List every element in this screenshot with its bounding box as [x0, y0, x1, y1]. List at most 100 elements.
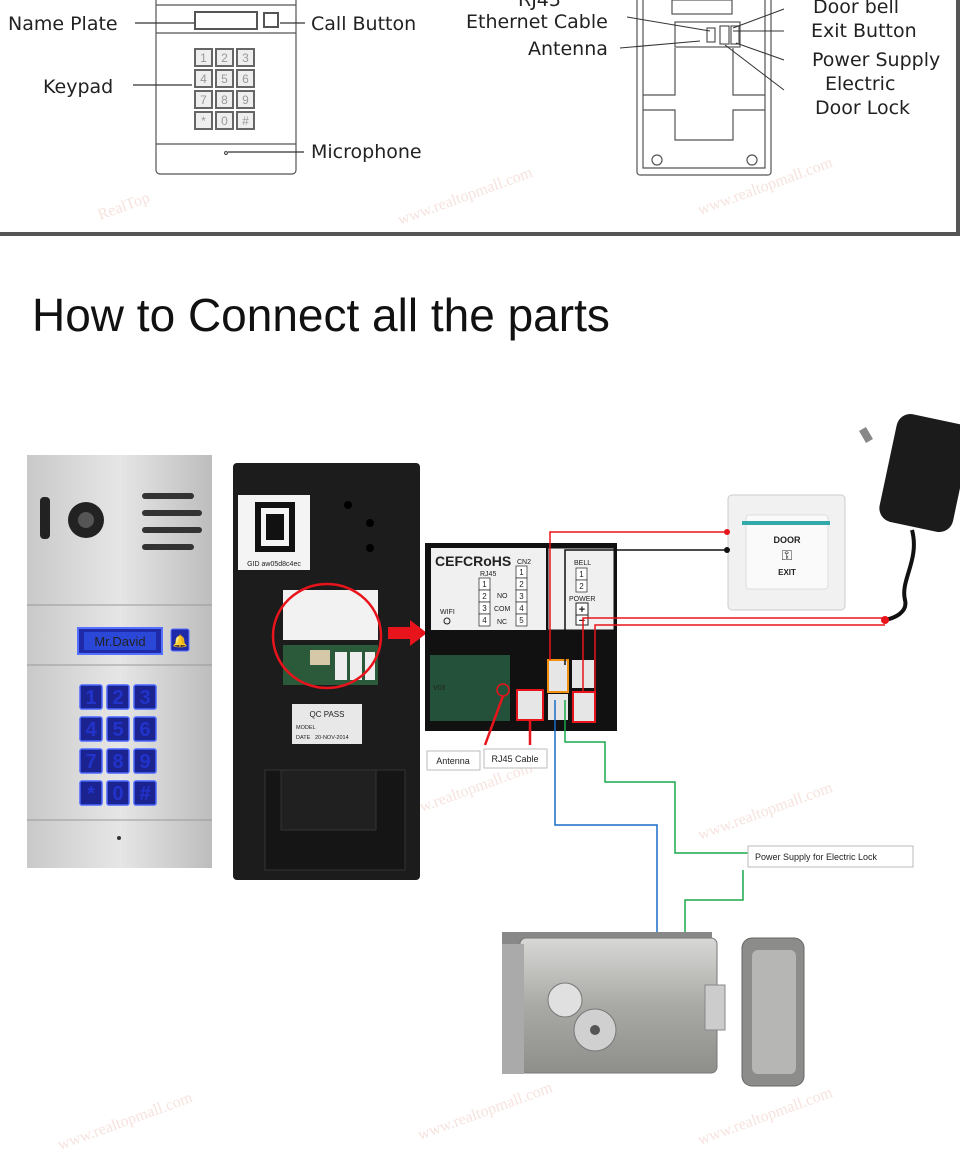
frame-right-border	[956, 0, 960, 236]
arrow-icon	[388, 620, 427, 646]
keypad-key	[106, 716, 130, 742]
rj45-label: RJ45	[480, 571, 496, 578]
svg-text:RJ45 Cable: RJ45 Cable	[491, 754, 538, 764]
keypad-key-label: 6	[139, 719, 150, 741]
label-name-plate: Name Plate	[8, 13, 118, 35]
terminal-pin	[575, 579, 588, 593]
terminal-pin	[478, 613, 491, 627]
key-10	[215, 111, 234, 130]
key-label: *	[201, 114, 206, 128]
keypad-key	[106, 780, 130, 806]
label-rj45: RJ45	[518, 0, 561, 11]
qr-id: GID aw05d8c4ec	[247, 561, 301, 568]
wifi-label: WIFI	[440, 609, 455, 616]
key-8	[236, 90, 255, 109]
power-adapter-photo	[859, 414, 960, 622]
exit-button-photo: DOOR ⚿ EXIT	[727, 494, 846, 611]
callout-antenna: Antenna	[426, 750, 481, 771]
callout-power-supply-lock: Power Supply for Electric Lock	[747, 845, 914, 868]
watermark: RealTop	[96, 189, 153, 223]
key-label: 8	[221, 93, 228, 107]
pin-number: 1	[579, 570, 584, 579]
key-9	[194, 111, 213, 130]
pin-number: 5	[519, 616, 524, 625]
keypad-key	[133, 748, 157, 774]
key-label: 0	[221, 114, 228, 128]
label-electric: Electric	[825, 73, 895, 95]
label-door-bell: Door bell	[813, 0, 899, 18]
door-station-photo: Mr.David 🔔	[27, 455, 212, 868]
key-label: 4	[200, 72, 207, 86]
label-call-button: Call Button	[311, 13, 416, 35]
keypad-key-label: #	[139, 783, 150, 805]
front-panel-drawing	[155, 0, 297, 175]
qc-model: MODEL	[296, 725, 316, 731]
watermark: www.realtopmall.com	[56, 1089, 196, 1154]
keypad-key-label: 5	[112, 719, 123, 741]
keypad-key-label: 2	[112, 687, 123, 709]
key-4	[215, 69, 234, 88]
label-keypad: Keypad	[43, 76, 113, 98]
label-antenna: Antenna	[528, 38, 608, 60]
pin-number: 4	[519, 604, 524, 613]
section-title: How to Connect all the parts	[32, 289, 610, 341]
control-module-photo: GID aw05d8c4ec QC PASS MODEL DATE 20-NOV…	[233, 463, 427, 880]
keypad-key-label: 1	[85, 687, 96, 709]
no-label: NO	[497, 593, 508, 600]
key-icon: ⚿	[782, 547, 793, 563]
com-label: COM	[494, 606, 511, 613]
keypad-key	[79, 780, 103, 806]
keypad-key-label: 0	[112, 783, 123, 805]
keypad-key-label: 9	[139, 751, 150, 773]
key-6	[194, 90, 213, 109]
key-1	[215, 48, 234, 67]
key-5	[236, 69, 255, 88]
minus-label: −	[579, 615, 585, 627]
board-version: V03	[433, 685, 446, 692]
label-power-supply: Power Supply	[812, 49, 940, 71]
label-ethernet-cable: Ethernet Cable	[466, 11, 608, 33]
pin-number: 1	[519, 568, 524, 577]
keypad-key-label: 4	[85, 719, 97, 741]
label-microphone: Microphone	[311, 141, 422, 163]
key-label: 1	[200, 51, 207, 65]
key-label: 5	[221, 72, 228, 86]
frame-bottom-border	[0, 232, 960, 236]
keypad-key	[79, 684, 103, 710]
watermark: www.realtopmall.com	[396, 164, 536, 229]
key-label: 2	[221, 51, 228, 65]
key-2	[236, 48, 255, 67]
plus-label: +	[579, 604, 585, 616]
keypad-key	[79, 748, 103, 774]
power-label: POWER	[569, 596, 595, 603]
name-plate-text: Mr.David	[94, 634, 145, 649]
front-leader-lines	[133, 22, 305, 153]
electric-lock-photo	[502, 932, 805, 1087]
label-exit-button: Exit Button	[811, 20, 917, 42]
bell-label: BELL	[574, 560, 591, 567]
key-label: 9	[242, 93, 249, 107]
qc-date-label: DATE	[296, 735, 311, 741]
exit-door-text: DOOR	[774, 535, 802, 545]
pin-number: 4	[482, 616, 487, 625]
pin-number: 3	[482, 604, 487, 613]
watermark: www.realtopmall.com	[696, 1084, 836, 1149]
label-door-lock: Door Lock	[815, 97, 910, 119]
svg-text:Antenna: Antenna	[436, 756, 470, 766]
keypad-key	[133, 684, 157, 710]
pin-number: 2	[519, 580, 524, 589]
callout-rj45-cable: RJ45 Cable	[483, 748, 548, 769]
wifi-socket-icon	[443, 617, 451, 625]
keypad-key	[106, 684, 130, 710]
key-label: 3	[242, 51, 249, 65]
wires	[483, 529, 889, 932]
watermark: www.realtopmall.com	[416, 1079, 556, 1144]
key-label: 6	[242, 72, 249, 86]
cert-marks: CEFCRoHS	[435, 553, 511, 569]
cn2-label: CN2	[517, 559, 531, 566]
pin-number: 1	[482, 580, 487, 589]
back-leader-lines	[619, 8, 785, 91]
